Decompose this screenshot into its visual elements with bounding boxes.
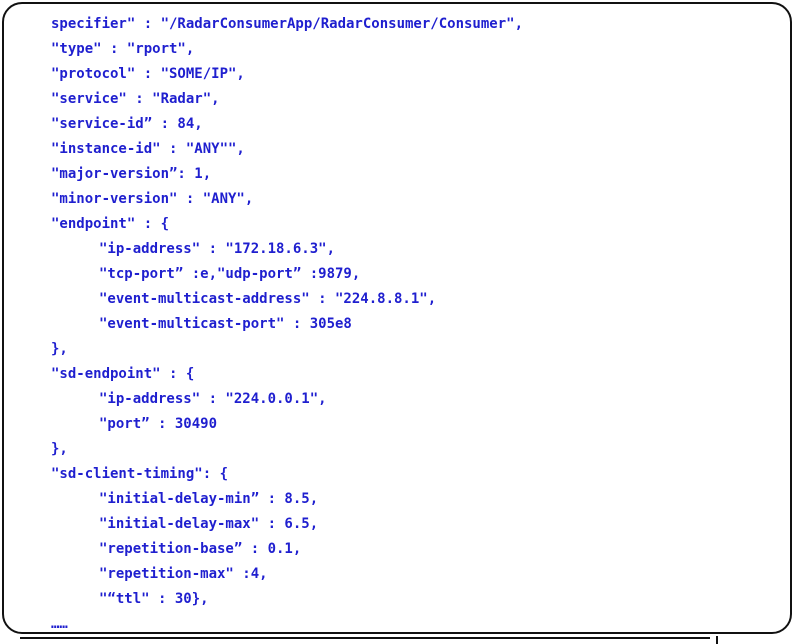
code-line: "major-version”: 1, <box>51 166 212 182</box>
code-line: }, <box>51 441 68 457</box>
code-line: "instance-id" : "ANY"", <box>51 141 245 157</box>
code-line: "sd-endpoint" : { <box>51 366 195 382</box>
code-line: "service" : "Radar", <box>51 91 220 107</box>
code-line: "ip-address" : "224.0.0.1", <box>99 391 327 407</box>
code-line: "tcp-port” :e,"udp-port” :9879, <box>99 266 361 282</box>
code-line: "repetition-max" :4, <box>99 566 268 582</box>
code-line-ellipsis: …… <box>51 616 68 632</box>
code-line: "event-multicast-address" : "224.8.8.1", <box>99 291 437 307</box>
code-line: "initial-delay-min” : 8.5, <box>99 491 319 507</box>
code-line: "endpoint" : { <box>51 216 170 232</box>
code-line: "“ttl" : 30}, <box>99 591 209 607</box>
code-line: "service-id” : 84, <box>51 116 203 132</box>
code-line: specifier" : "/RadarConsumerApp/RadarCon… <box>51 16 524 32</box>
code-line: "event-multicast-port" : 305e8 <box>99 316 352 332</box>
code-block: specifier" : "/RadarConsumerApp/RadarCon… <box>51 14 523 639</box>
code-line: "minor-version" : "ANY", <box>51 191 254 207</box>
frame-tick-mark <box>716 636 718 644</box>
code-line: "repetition-base” : 0.1, <box>99 541 302 557</box>
code-line: }, <box>51 341 68 357</box>
code-line: "initial-delay-max" : 6.5, <box>99 516 319 532</box>
code-line: "ip-address" : "172.18.6.3", <box>99 241 336 257</box>
frame-bottom-line <box>20 637 710 639</box>
code-line: "type" : "rport", <box>51 41 195 57</box>
code-line: "sd-client-timing": { <box>51 466 229 482</box>
code-frame: specifier" : "/RadarConsumerApp/RadarCon… <box>2 2 792 634</box>
code-line: "port” : 30490 <box>99 416 218 432</box>
code-line: "protocol" : "SOME/IP", <box>51 66 245 82</box>
